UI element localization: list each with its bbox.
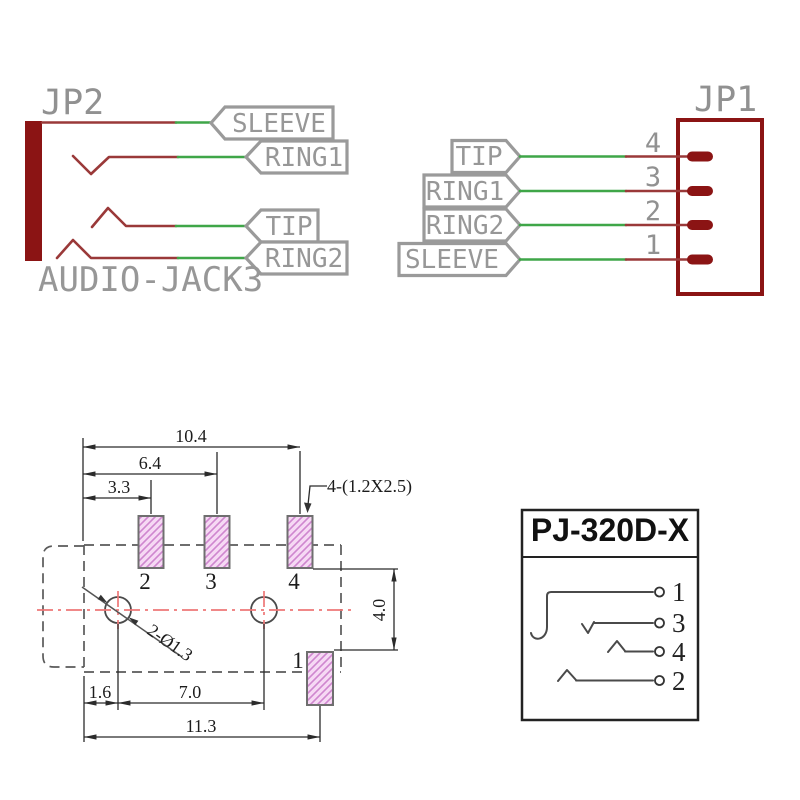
pin-pad-2	[687, 220, 713, 230]
pin-number-3: 3	[645, 162, 661, 193]
wire-tip-red	[90, 206, 178, 229]
dim-offset-left: 1.6	[89, 682, 112, 702]
pin-number-1: 1	[645, 230, 661, 261]
net-label-sleeve: SLEEVE	[232, 109, 326, 139]
dim-hole-note: 2-Ø1.3	[144, 620, 197, 665]
pad-1	[306, 651, 334, 706]
net-flag-ring2-right	[422, 207, 523, 243]
net-flag-ring1	[243, 139, 349, 175]
pad-1-number: 1	[292, 648, 304, 673]
contact-sleeve-hook	[530, 591, 654, 640]
dim-height: 4.0	[369, 599, 389, 622]
contact-ring2-switch	[607, 640, 654, 653]
pin-pad-4	[687, 151, 713, 162]
net-label-tip-right: TIP	[456, 142, 503, 172]
pin-number-4: 4	[645, 128, 661, 159]
net-flag-tip	[243, 208, 320, 244]
wire-ring2-red	[55, 238, 180, 260]
net-label-ring2: RING2	[265, 244, 343, 274]
leader-arrow-down	[128, 617, 139, 626]
dim-hole-pitch: 7.0	[179, 682, 202, 702]
leader-arrow-up	[97, 594, 108, 603]
pinout-title: PJ-320D-X	[531, 512, 690, 548]
wire-ring1-red	[71, 154, 180, 176]
pad-3	[203, 515, 231, 569]
jp2-refdes: JP2	[41, 83, 104, 123]
pinout-box: PJ-320D-X 1 3 4 2	[520, 508, 700, 722]
net-label-tip: TIP	[266, 212, 313, 242]
pad-note-leader	[307, 485, 327, 506]
net-flag-sleeve-right	[397, 241, 523, 278]
pad-note-arrow	[304, 502, 312, 513]
pin-number-2: 2	[645, 196, 661, 227]
pinout-number-1: 1	[672, 577, 686, 607]
jp2-part-name: AUDIO-JACK3	[38, 260, 263, 300]
net-label-ring1: RING1	[265, 143, 343, 173]
mechanical-drawing: 2-Ø1.3 2 3 4 1 10.4 6.4 3.3 4-(1.2X2.5) …	[37, 426, 412, 742]
contact-ring1-switch	[581, 621, 654, 634]
jp1-connector: JP1 TIP 4 RING1 3 RING2 2 SLEEVE 1	[397, 80, 764, 296]
dim-pad-note: 4-(1.2X2.5)	[327, 476, 412, 497]
pinout-number-2: 2	[672, 666, 686, 696]
pad-4	[286, 515, 314, 569]
jack-barrel-outline	[42, 545, 84, 668]
terminal-2	[654, 675, 665, 686]
net-flag-tip-right	[450, 138, 523, 175]
dim-width-mid: 6.4	[139, 453, 162, 473]
terminal-1	[654, 586, 665, 598]
pinout-frame	[520, 508, 700, 722]
jp1-refdes: JP1	[694, 80, 757, 120]
pin-pad-1	[687, 254, 713, 265]
net-flag-ring1-right	[422, 173, 523, 209]
terminal-3	[654, 617, 665, 629]
net-label-sleeve-right: SLEEVE	[405, 245, 499, 275]
pad-2-number: 2	[139, 569, 151, 594]
dim-width-full: 10.4	[175, 426, 207, 446]
contact-tip-switch	[557, 669, 654, 682]
jp1-body	[676, 118, 764, 296]
pin-pad-3	[687, 186, 713, 196]
jack-body-bar	[25, 121, 42, 261]
pinout-number-4: 4	[672, 637, 686, 667]
pad-2	[137, 515, 165, 569]
terminal-4	[654, 646, 665, 657]
jp2-schematic: JP2 SLEEVE RING1 TIP RING2 AUDIO-JACK3	[25, 83, 349, 300]
net-label-ring1-right: RING1	[426, 177, 504, 207]
dim-length-full: 11.3	[186, 716, 217, 736]
pad-3-number: 3	[205, 569, 217, 594]
net-flag-sleeve	[208, 105, 335, 141]
dim-width-small: 3.3	[108, 477, 131, 497]
pinout-number-3: 3	[672, 608, 686, 638]
net-flag-ring2	[243, 240, 349, 276]
pad-4-number: 4	[288, 569, 300, 594]
net-label-ring2-right: RING2	[426, 211, 504, 241]
